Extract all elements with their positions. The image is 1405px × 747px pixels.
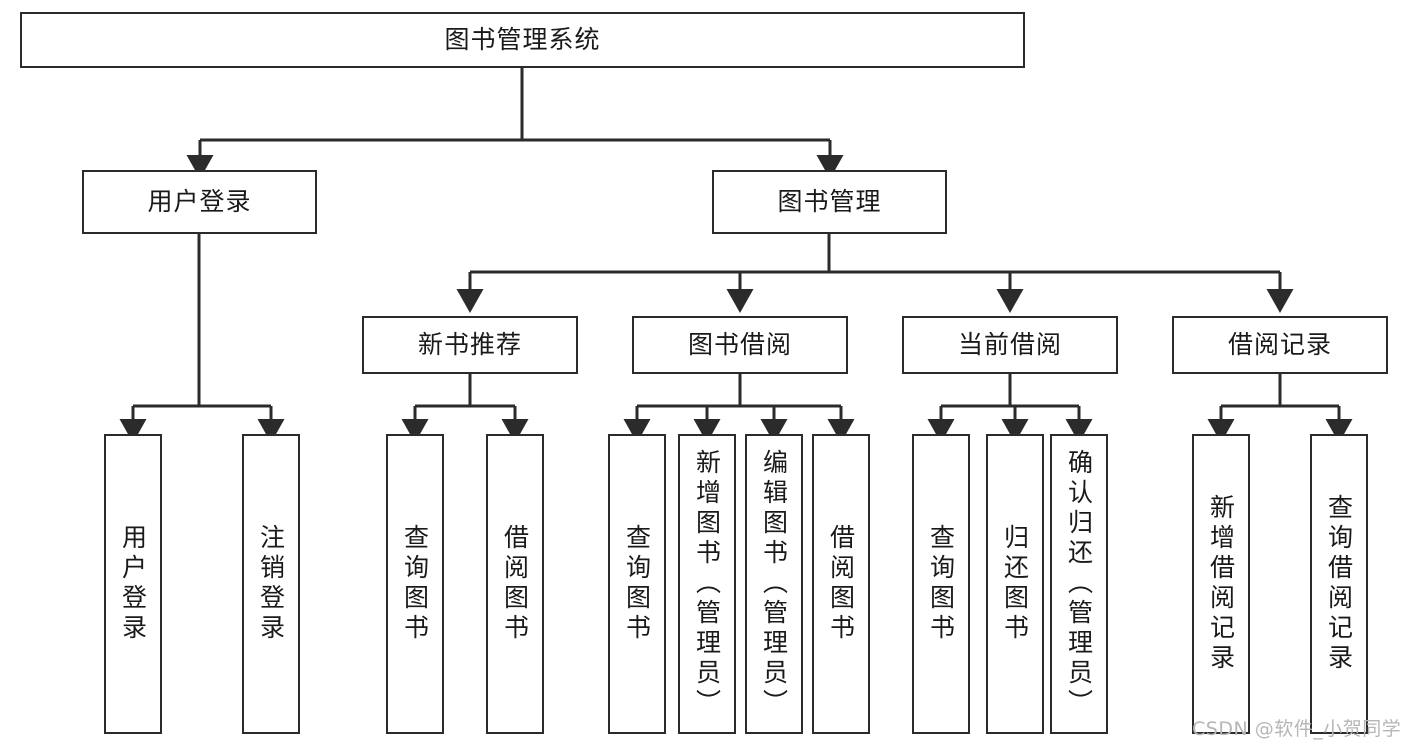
node-leaf-query-book-3[interactable]: 查询图书 xyxy=(912,434,970,734)
node-leaf-user-logout[interactable]: 注销登录 xyxy=(242,434,300,734)
node-leaf-return-book-label: 归还图书 xyxy=(1000,524,1030,644)
node-current-borrow[interactable]: 当前借阅 xyxy=(902,316,1118,374)
node-borrow-record[interactable]: 借阅记录 xyxy=(1172,316,1388,374)
node-root-label: 图书管理系统 xyxy=(444,24,601,54)
node-leaf-query-book-2[interactable]: 查询图书 xyxy=(608,434,666,734)
node-leaf-user-login[interactable]: 用户登录 xyxy=(104,434,162,734)
node-book-management-label: 图书管理 xyxy=(777,186,882,216)
node-leaf-edit-book-label: 编辑图书（管理员） xyxy=(759,449,789,719)
node-book-borrow-label: 图书借阅 xyxy=(687,329,792,359)
node-user-login[interactable]: 用户登录 xyxy=(82,170,317,234)
node-leaf-query-book-3-label: 查询图书 xyxy=(926,524,956,644)
node-leaf-add-book[interactable]: 新增图书（管理员） xyxy=(678,434,736,734)
node-leaf-edit-book[interactable]: 编辑图书（管理员） xyxy=(745,434,803,734)
node-leaf-borrow-book-1-label: 借阅图书 xyxy=(500,524,530,644)
node-borrow-record-label: 借阅记录 xyxy=(1227,329,1332,359)
node-leaf-add-record[interactable]: 新增借阅记录 xyxy=(1192,434,1250,734)
node-leaf-return-book[interactable]: 归还图书 xyxy=(986,434,1044,734)
node-leaf-borrow-book-2-label: 借阅图书 xyxy=(826,524,856,644)
node-leaf-confirm-return-label: 确认归还（管理员） xyxy=(1064,449,1094,719)
node-leaf-borrow-book-1[interactable]: 借阅图书 xyxy=(486,434,544,734)
node-root[interactable]: 图书管理系统 xyxy=(20,12,1025,68)
node-leaf-query-record[interactable]: 查询借阅记录 xyxy=(1310,434,1368,734)
node-leaf-borrow-book-2[interactable]: 借阅图书 xyxy=(812,434,870,734)
watermark: CSDN @软件_小贺同学 xyxy=(1192,718,1402,740)
node-user-login-label: 用户登录 xyxy=(147,186,252,216)
node-leaf-user-logout-label: 注销登录 xyxy=(256,524,286,644)
node-book-management[interactable]: 图书管理 xyxy=(712,170,947,234)
node-leaf-query-record-label: 查询借阅记录 xyxy=(1324,494,1354,674)
node-leaf-add-book-label: 新增图书（管理员） xyxy=(692,449,722,719)
node-book-borrow[interactable]: 图书借阅 xyxy=(632,316,848,374)
node-leaf-user-login-label: 用户登录 xyxy=(118,524,148,644)
node-leaf-query-book-1-label: 查询图书 xyxy=(400,524,430,644)
node-new-book-recommend-label: 新书推荐 xyxy=(417,329,522,359)
node-leaf-confirm-return[interactable]: 确认归还（管理员） xyxy=(1050,434,1108,734)
node-leaf-query-book-2-label: 查询图书 xyxy=(622,524,652,644)
node-leaf-add-record-label: 新增借阅记录 xyxy=(1206,494,1236,674)
node-current-borrow-label: 当前借阅 xyxy=(957,329,1062,359)
node-leaf-query-book-1[interactable]: 查询图书 xyxy=(386,434,444,734)
node-new-book-recommend[interactable]: 新书推荐 xyxy=(362,316,578,374)
